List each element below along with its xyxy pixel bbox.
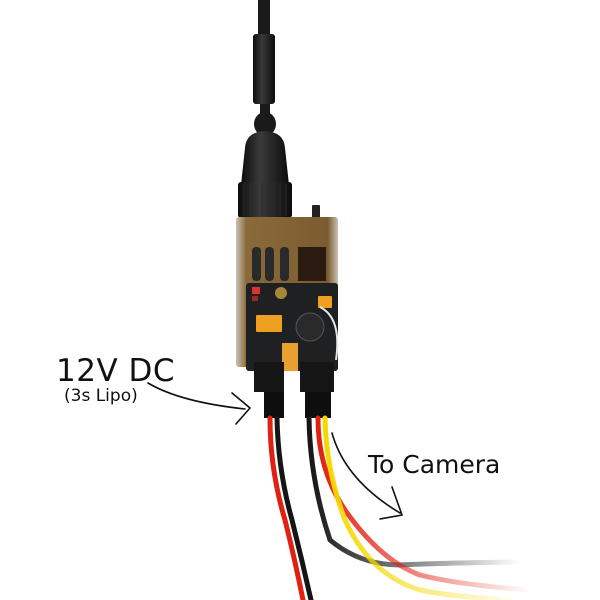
- power-label: 12V DC: [56, 353, 176, 389]
- status-led: [252, 287, 260, 294]
- channel-button: [312, 205, 320, 218]
- connectors: [254, 362, 334, 418]
- camera-label: To Camera: [368, 450, 501, 479]
- power-wires: [267, 415, 314, 600]
- power-sublabel: (3s Lipo): [64, 386, 138, 406]
- power-arrow: [147, 382, 252, 425]
- camera-wires: [306, 415, 533, 600]
- camera-arrow: [331, 432, 404, 520]
- pcb-board: [246, 283, 339, 371]
- antenna: [238, 0, 292, 218]
